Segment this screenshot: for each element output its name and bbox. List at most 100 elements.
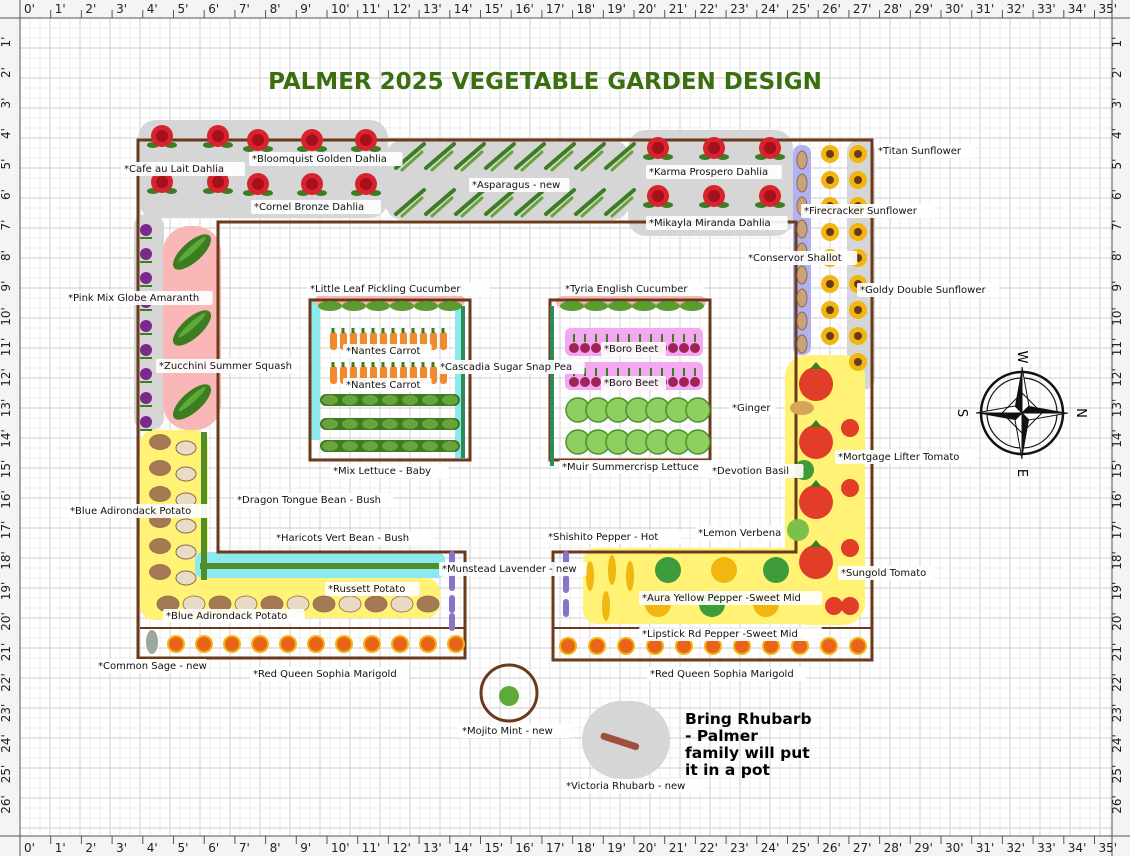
label-text: *Bloomquist Golden Dahlia [252, 154, 387, 165]
potato-cut-icon [175, 466, 197, 482]
shallot-icon [796, 288, 808, 308]
shallot-icon [796, 311, 808, 331]
plant-label-russett[interactable]: *Russett Potato [325, 582, 420, 596]
plant-label-titan[interactable]: *Titan Sunflower [875, 144, 976, 158]
plant-label-ginger[interactable]: *Ginger [729, 401, 777, 415]
plant-label-zucchini[interactable]: *Zucchini Summer Squash [156, 359, 298, 373]
label-text: *Blue Adirondack Potato [166, 611, 287, 622]
plant-label-snap-pea[interactable]: *Cascadia Sugar Snap Pea [437, 360, 585, 374]
plant-label-mortgage[interactable]: *Mortgage Lifter Tomato [835, 450, 977, 464]
plant-label-cafe-au-lait[interactable]: *Cafe au Lait Dahlia [121, 162, 245, 176]
plant-label-conservor[interactable]: *Conservor Shallot [745, 251, 858, 265]
asparagus-icon [454, 142, 486, 172]
plant-label-marigold-left[interactable]: *Red Queen Sophia Marigold [250, 667, 410, 681]
ruler-y-label: 18' [1110, 551, 1124, 570]
plant-label-nantes2[interactable]: *Nantes Carrot [343, 378, 432, 392]
plant-label-cornel[interactable]: *Cornel Bronze Dahlia [251, 200, 381, 214]
plant-label-bloomquist[interactable]: *Bloomquist Golden Dahlia [249, 152, 403, 166]
sunflower-icon [849, 353, 867, 371]
plant-label-tyria[interactable]: *Tyria English Cucumber [562, 282, 704, 296]
lettuce-icon [685, 429, 711, 455]
beet-icon [690, 377, 700, 387]
marigold-icon [820, 637, 838, 655]
compass-e: E [1014, 469, 1029, 477]
plant-label-firecracker[interactable]: *Firecracker Sunflower [801, 204, 937, 218]
plant-label-rhubarb[interactable]: *Victoria Rhubarb - new [563, 779, 705, 793]
plant-label-mikayla[interactable]: *Mikayla Miranda Dahlia [646, 216, 788, 230]
leaf [322, 395, 338, 405]
cucumber-icon [608, 301, 632, 311]
plant-label-boro1[interactable]: *Boro Beet [601, 342, 666, 356]
plant-label-asparagus[interactable]: *Asparagus - new [469, 178, 570, 192]
ruler-y-label: 20' [0, 612, 13, 631]
plant-label-mojito[interactable]: *Mojito Mint - new [459, 724, 572, 738]
ruler-x-label: 12' [392, 841, 411, 855]
potato-icon [364, 595, 388, 613]
ruler-x-label: 17' [546, 2, 565, 16]
plant-label-boro2[interactable]: *Boro Beet [601, 376, 666, 390]
asparagus-icon [484, 142, 516, 172]
potato-icon [149, 538, 171, 554]
sunflower-icon [821, 275, 839, 293]
ruler-x-label: 26' [822, 841, 841, 855]
marigold-icon [447, 635, 465, 653]
hot-pepper-icon [586, 561, 594, 591]
spear [394, 188, 426, 216]
ruler-x-label: 18' [577, 2, 596, 16]
spear [604, 188, 636, 216]
ruler-x-label: 32' [1006, 841, 1025, 855]
label-bg [647, 667, 807, 681]
bell-pepper-icon [711, 557, 737, 583]
beet-icon [679, 377, 689, 387]
dahlia-icon [147, 171, 177, 194]
beet-icon [668, 377, 678, 387]
plant-label-nantes1[interactable]: *Nantes Carrot [343, 344, 432, 358]
cucumber-icon [414, 301, 438, 311]
label-bg [439, 562, 587, 576]
ruler-y-label: 16' [0, 490, 13, 509]
spear [400, 196, 424, 218]
leaf [342, 395, 358, 405]
ruler-y-label: 6' [1110, 189, 1124, 200]
pea-zone-b [455, 306, 465, 460]
label-bg [801, 204, 937, 218]
plant-label-lipstick[interactable]: *Lipstick Rd Pepper -Sweet Mid [639, 627, 822, 641]
seed-head [826, 306, 834, 314]
plant-label-sungold[interactable]: *Sungold Tomato [838, 566, 933, 580]
ruler-x-label: 24' [761, 841, 780, 855]
plant-label-marigold-right[interactable]: *Red Queen Sophia Marigold [647, 667, 807, 681]
plant-label-haricots[interactable]: *Haricots Vert Bean - Bush [273, 531, 433, 545]
lavender-icon [449, 573, 455, 591]
note-line-4: it in a pot [685, 761, 770, 779]
plant-label-lemon-verbena[interactable]: *Lemon Verbena [695, 526, 784, 540]
plant-label-shishito[interactable]: *Shishito Pepper - Hot [545, 530, 681, 544]
plant-label-karma[interactable]: *Karma Prospero Dahlia [646, 165, 782, 179]
plant-label-little-leaf[interactable]: *Little Leaf Pickling Cucumber [307, 282, 490, 296]
bloom-center [252, 134, 264, 146]
plant-label-mix-lettuce[interactable]: *Mix Lettuce - Baby [330, 464, 449, 478]
spear [514, 188, 546, 216]
hot-pepper-icon [608, 555, 616, 585]
label-bg [67, 504, 209, 518]
plant-label-muir[interactable]: *Muir Summercrisp Lettuce [559, 460, 713, 474]
spear [490, 150, 514, 172]
plant-label-devotion[interactable]: *Devotion Basil [709, 464, 804, 478]
label-bg [95, 659, 208, 673]
hot-pepper-icon [602, 591, 610, 621]
sunflower-icon [821, 223, 839, 241]
potato-icon [149, 460, 171, 476]
plant-label-aura[interactable]: *Aura Yellow Pepper -Sweet Mid [639, 591, 822, 605]
plant-label-blue-adirondack1[interactable]: *Blue Adirondack Potato [67, 504, 209, 518]
seed-head [854, 176, 862, 184]
leaf [382, 419, 398, 429]
cherry-tomato-icon [841, 539, 859, 557]
plant-label-dragon-tongue[interactable]: *Dragon Tongue Bean - Bush [234, 493, 394, 507]
plant-label-blue-adirondack2[interactable]: *Blue Adirondack Potato [163, 609, 305, 623]
plant-label-goldy[interactable]: *Goldy Double Sunflower [857, 283, 999, 297]
plant-label-amaranth[interactable]: *Pink Mix Globe Amaranth [65, 291, 213, 305]
pea-zone-a [310, 300, 320, 440]
cucumber-icon [366, 301, 390, 311]
plant-label-common-sage[interactable]: *Common Sage - new [95, 659, 208, 673]
plant-label-lavender[interactable]: *Munstead Lavender - new [439, 562, 587, 576]
